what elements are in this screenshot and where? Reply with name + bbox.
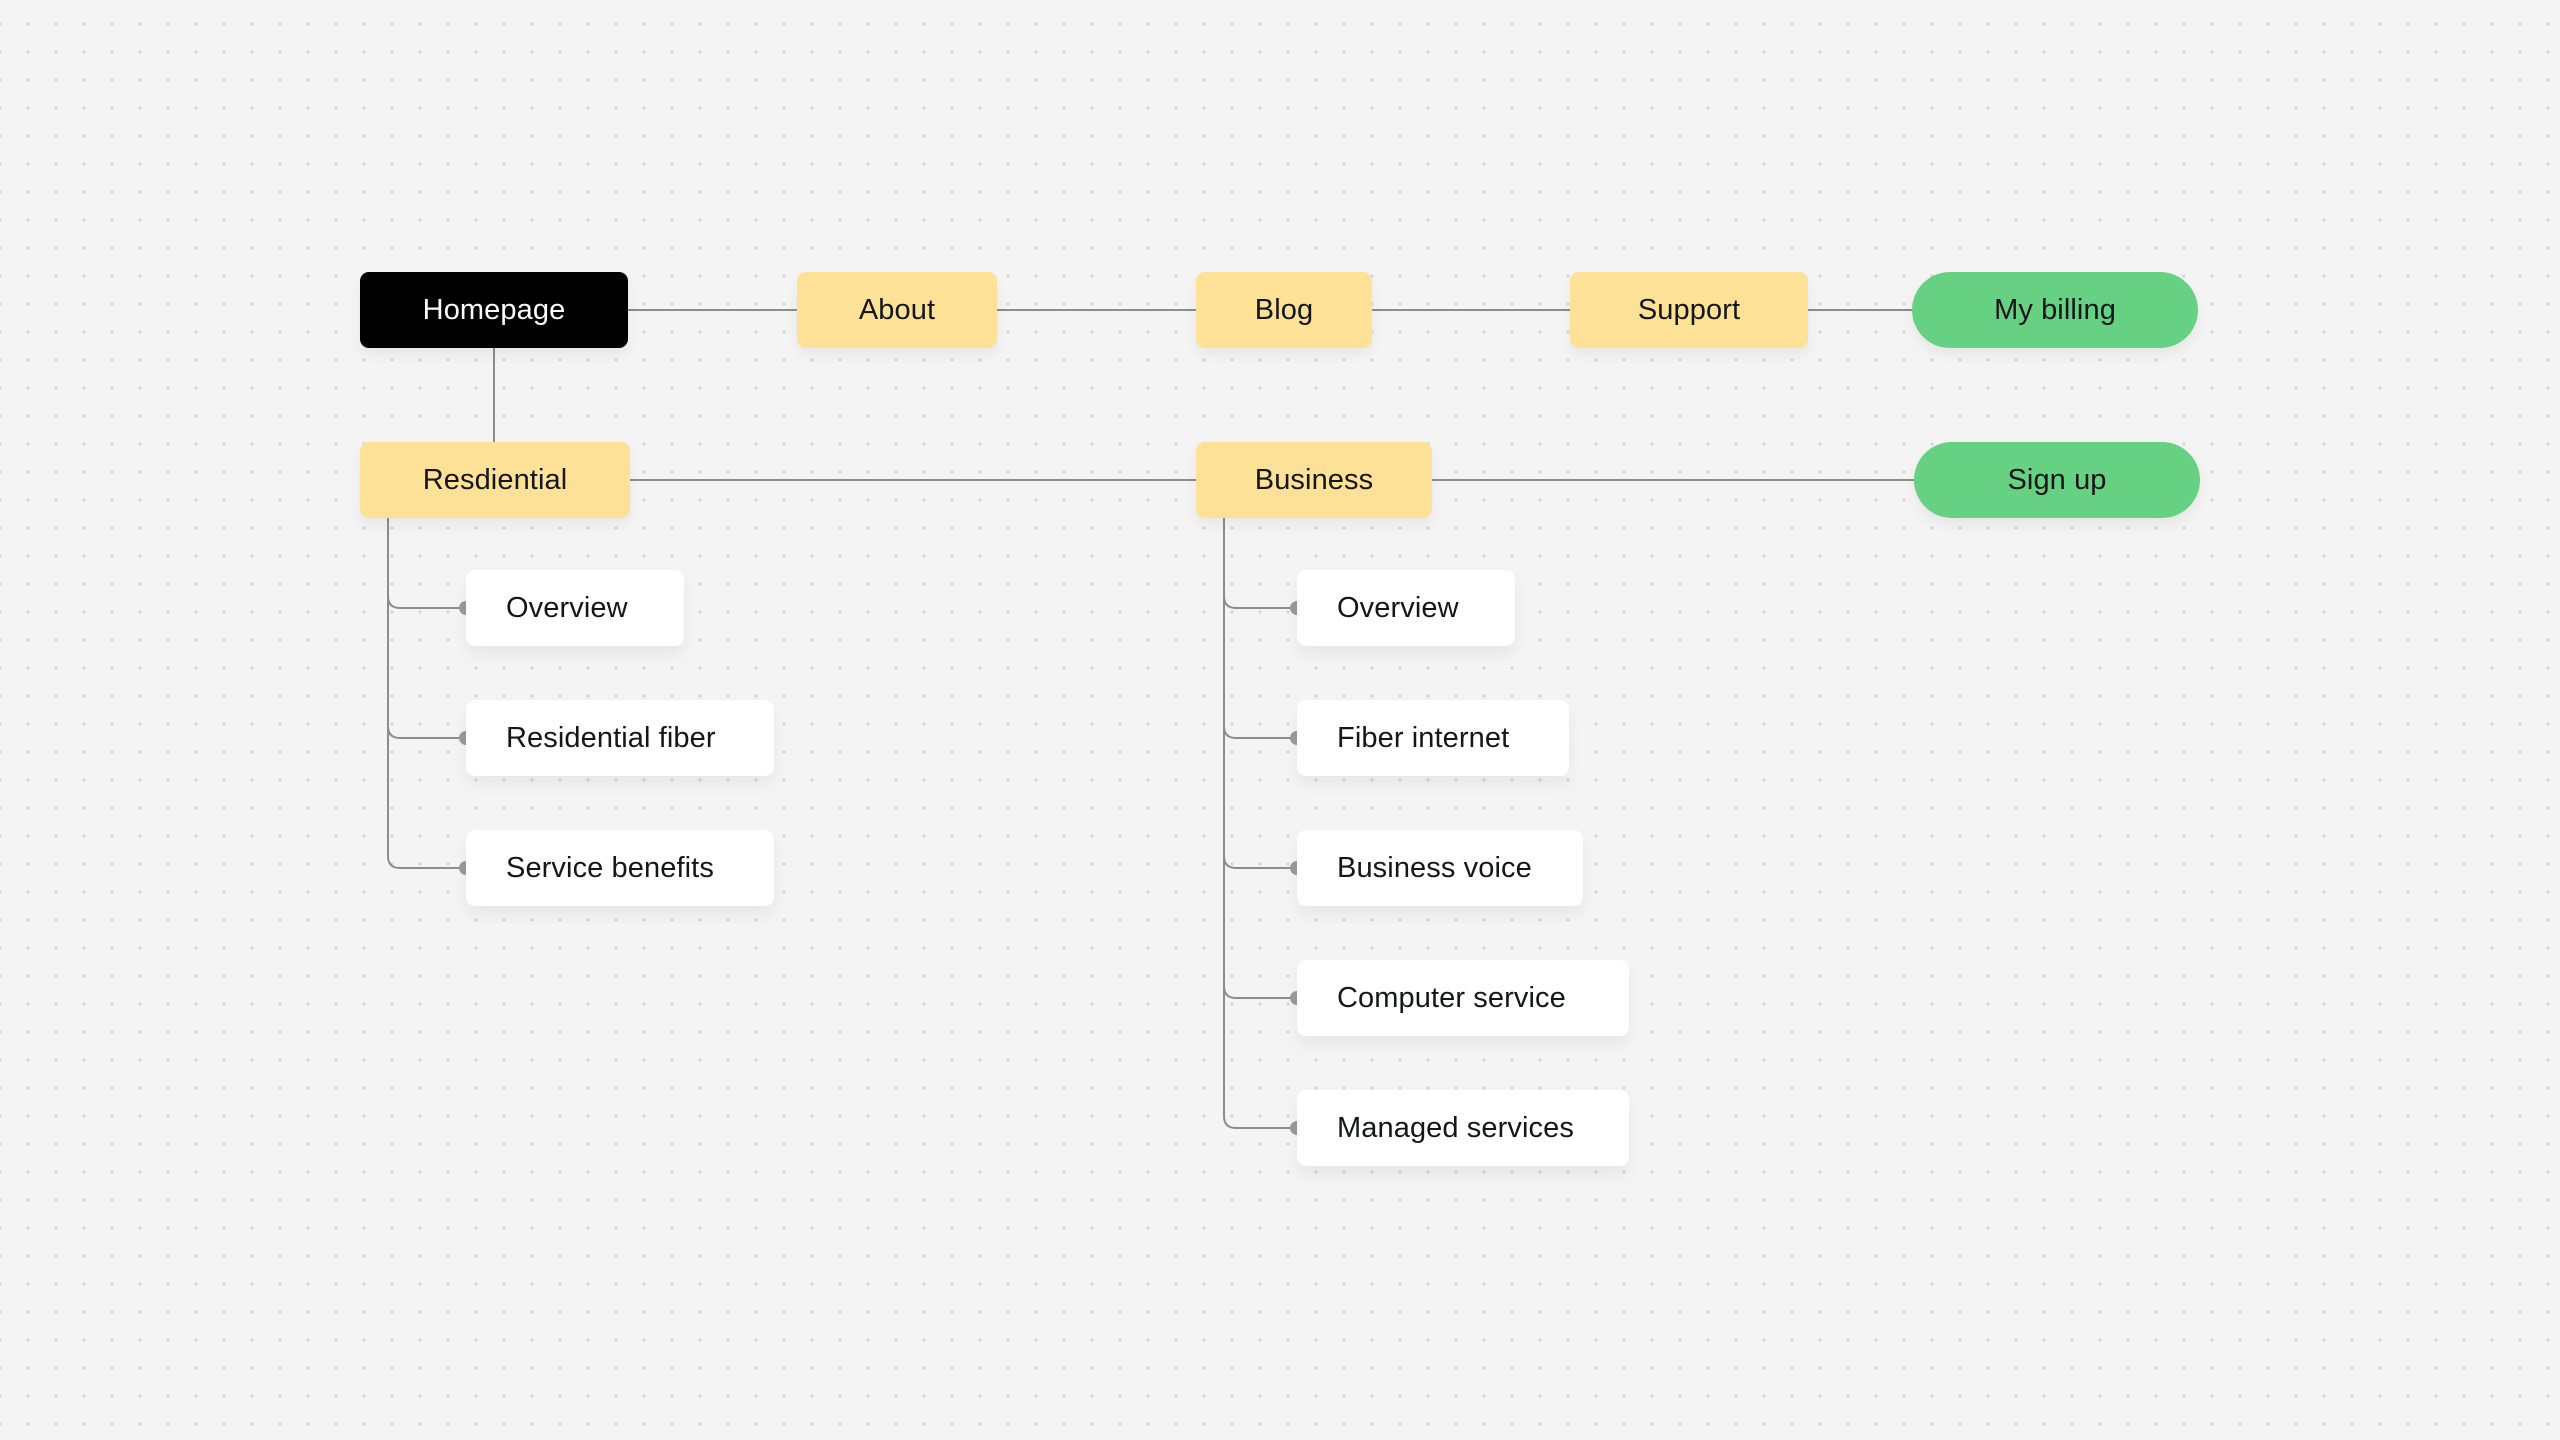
node-label: Business voice (1337, 851, 1532, 884)
node-label: Computer service (1337, 981, 1566, 1014)
node-label: Overview (506, 591, 628, 624)
node-label: About (858, 293, 936, 326)
node-resdiential[interactable]: Resdiential (360, 442, 630, 518)
node-label: Service benefits (506, 851, 714, 884)
node-blog[interactable]: Blog (1196, 272, 1372, 348)
node-business[interactable]: Business (1196, 442, 1432, 518)
node-label: Sign up (2007, 463, 2107, 496)
node-label: Overview (1337, 591, 1459, 624)
node-label: Homepage (422, 293, 566, 326)
node-biz-computer[interactable]: Computer service (1297, 960, 1629, 1036)
node-biz-overview[interactable]: Overview (1297, 570, 1515, 646)
connector-resdiential-to-res-overview (387, 518, 466, 609)
node-my-billing[interactable]: My billing (1912, 272, 2198, 348)
connector-business-to-biz-voice (1223, 518, 1297, 869)
node-res-fiber[interactable]: Residential fiber (466, 700, 774, 776)
connector-business-to-biz-managed (1223, 518, 1297, 1129)
connector-resdiential-to-res-benefits (387, 518, 466, 869)
connector-business-to-biz-fiber (1223, 518, 1297, 739)
node-label: Residential fiber (506, 721, 716, 754)
node-homepage[interactable]: Homepage (360, 272, 628, 348)
node-label: Support (1637, 293, 1741, 326)
node-sign-up[interactable]: Sign up (1914, 442, 2200, 518)
node-support[interactable]: Support (1570, 272, 1808, 348)
node-about[interactable]: About (797, 272, 997, 348)
node-label: Resdiential (422, 463, 568, 496)
node-label: Fiber internet (1337, 721, 1510, 754)
node-res-benefits[interactable]: Service benefits (466, 830, 774, 906)
node-label: My billing (1994, 293, 2116, 326)
connector-business-to-biz-computer (1223, 518, 1297, 999)
node-label: Business (1254, 463, 1374, 496)
node-label: Blog (1254, 293, 1314, 326)
node-biz-managed[interactable]: Managed services (1297, 1090, 1629, 1166)
connector-business-to-biz-overview (1223, 518, 1297, 609)
node-label: Managed services (1337, 1111, 1574, 1144)
connector-resdiential-to-res-fiber (387, 518, 466, 739)
node-biz-fiber[interactable]: Fiber internet (1297, 700, 1569, 776)
node-biz-voice[interactable]: Business voice (1297, 830, 1583, 906)
node-res-overview[interactable]: Overview (466, 570, 684, 646)
